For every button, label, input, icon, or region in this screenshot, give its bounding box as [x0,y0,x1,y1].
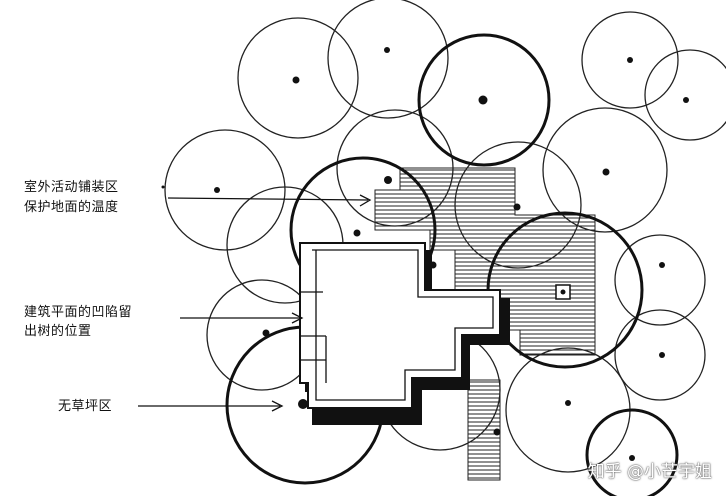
tree-canopy [327,0,449,119]
label-paving-line1: 室外活动铺装区 [24,180,119,195]
tree-canopies-bold [225,33,679,496]
trunk-dot [659,262,665,268]
trunk-dot [384,47,390,53]
building-inner-walls [300,249,494,401]
tree-canopy [581,11,679,109]
trunk-dot [262,329,270,337]
building-plan [299,242,510,425]
tree-canopy-bold [585,408,679,496]
tree-canopy [454,141,582,269]
tree-canopy [644,49,726,141]
tree-canopy [336,109,454,227]
square-marker [555,284,571,300]
leader-arrows [138,194,372,412]
tree-canopies-thin [164,0,726,473]
tree-canopy [237,17,359,139]
arrow-paving [167,197,369,201]
building-floor [299,242,501,409]
trunk-dot [627,57,633,63]
arrow-recess-head [291,312,304,324]
trunk-dot [478,95,488,105]
trunk-dot [513,203,521,211]
trunk-dot [493,428,501,436]
tree-canopy [164,129,286,251]
trunk-dot [214,187,220,193]
trunk-dot [659,352,665,358]
arrow-paving-head [359,194,372,207]
label-recess-line1: 建筑平面的凹陷留 [24,305,133,320]
trunk-dot [565,400,571,406]
trunk-dot [298,399,308,409]
trunk-dot [384,176,392,184]
trunk-dot [292,76,300,84]
tree-canopy [614,309,706,401]
label-paving-line2: 保护地面的温度 [24,200,119,215]
trunk-dot [602,168,610,176]
trunk-dot [629,455,635,461]
tree-canopy [542,107,668,233]
label-recess-line2: 出树的位置 [24,324,92,339]
watermark: 知乎 @小芒宇姐 [587,462,712,482]
arrow-lawn-head [271,400,284,412]
label-lawn: 无草坪区 [58,399,113,414]
tree-canopy [614,234,706,326]
tree-canopy-bold [417,33,551,167]
trunk-dot [353,229,361,237]
trunk-dot [683,97,689,103]
paving-label-dot [161,185,165,189]
